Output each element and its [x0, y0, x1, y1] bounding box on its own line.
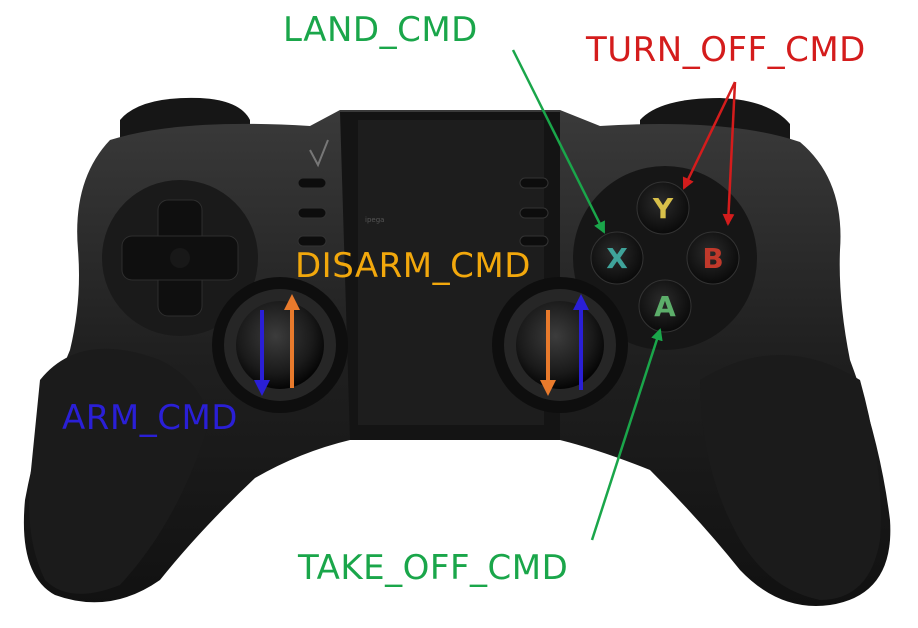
disarm-cmd-label: DISARM_CMD — [295, 246, 531, 286]
face-buttons-well — [573, 166, 757, 350]
right-grip — [700, 355, 881, 600]
land-cmd-label: LAND_CMD — [283, 10, 478, 50]
y-button: Y — [636, 181, 690, 235]
a-button-label: A — [654, 290, 676, 323]
y-button-label: Y — [652, 192, 674, 225]
left-small-buttons — [297, 177, 327, 247]
arm-cmd-label: ARM_CMD — [62, 398, 238, 438]
b-button: B — [686, 231, 740, 285]
x-button: X — [590, 231, 644, 285]
v-logo — [309, 139, 329, 168]
left-grip — [29, 348, 210, 594]
turn-off-arrow-b — [722, 81, 737, 226]
take-off-arrow — [590, 328, 663, 541]
center-logo-text: ipega — [365, 216, 384, 224]
land-arrow — [511, 49, 606, 234]
x-button-label: X — [606, 242, 628, 275]
dpad — [121, 199, 239, 317]
b-button-label: B — [702, 242, 723, 275]
right-small-buttons — [519, 177, 549, 247]
turn-off-cmd-label: TURN_OFF_CMD — [586, 30, 866, 70]
a-button: A — [638, 279, 692, 333]
right-analog-stick — [492, 277, 628, 413]
take-off-cmd-label: TAKE_OFF_CMD — [298, 548, 569, 588]
turn-off-arrow-y — [682, 81, 737, 190]
left-analog-stick — [212, 277, 348, 413]
